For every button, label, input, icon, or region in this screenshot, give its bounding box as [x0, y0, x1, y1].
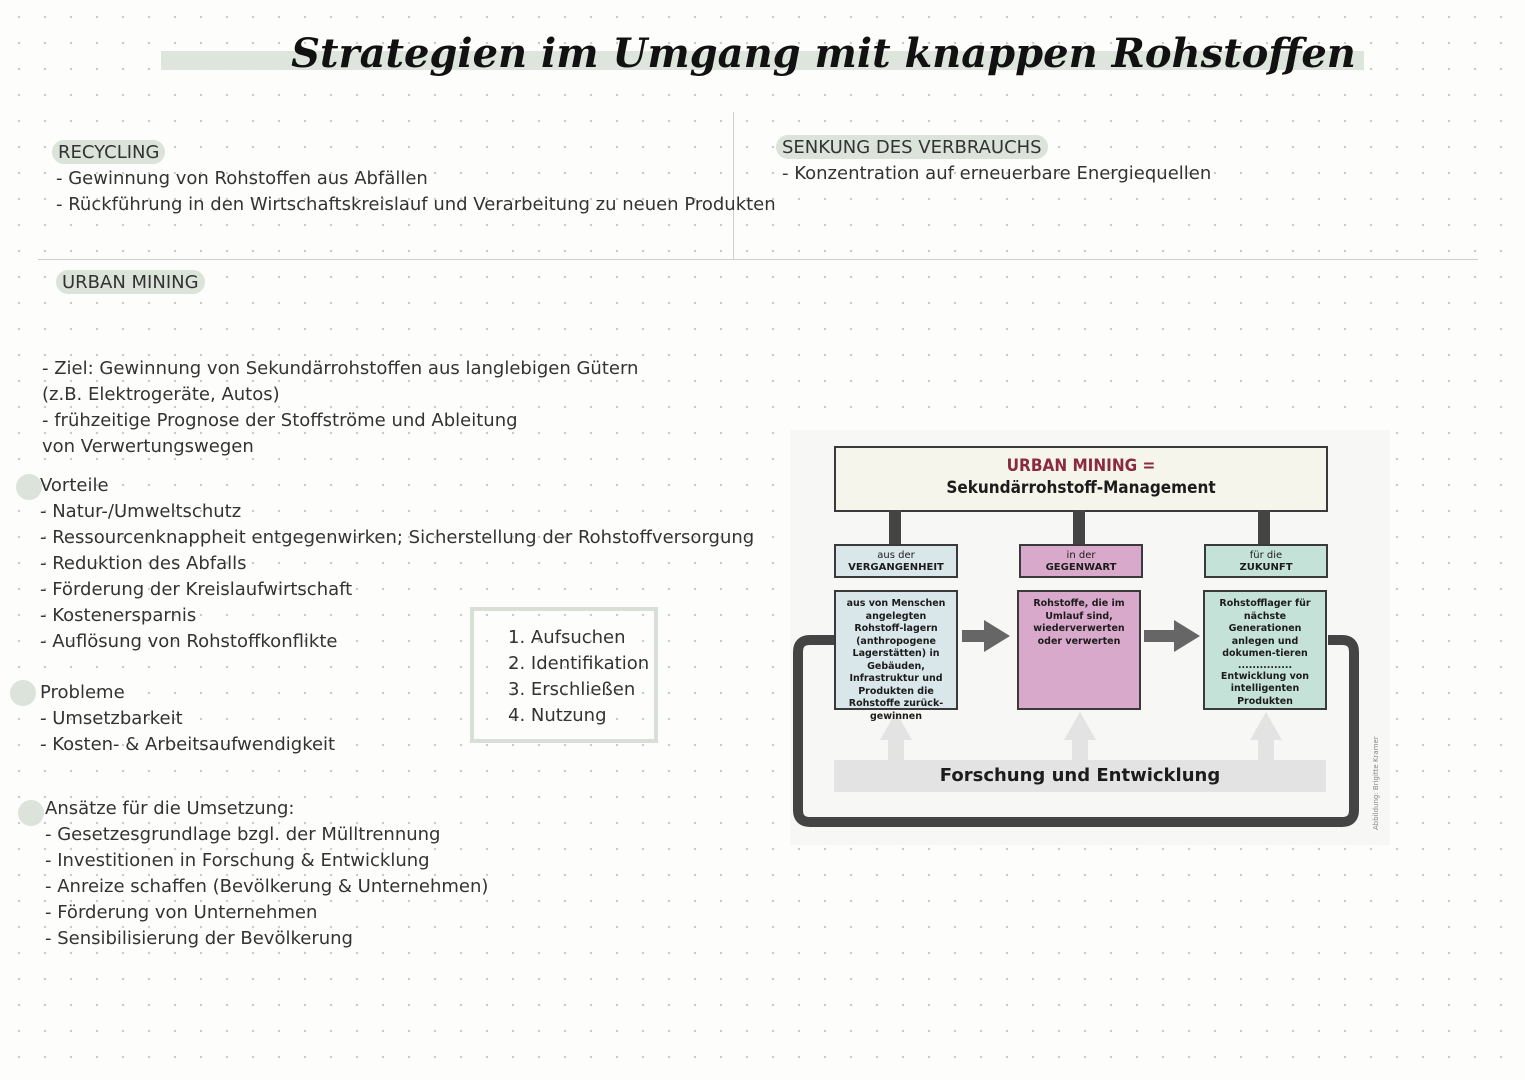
arrow-right-icon — [984, 620, 1010, 652]
recycling-item: - Rückführung in den Wirtschaftskreislau… — [56, 194, 776, 215]
urban-heading: URBAN MINING — [56, 270, 205, 294]
card-future-text: Rohstofflager für nächste Generationen a… — [1219, 598, 1311, 659]
arrow-shaft — [1144, 630, 1176, 642]
senkung-heading: SENKUNG DES VERBRAUCHS — [776, 135, 1048, 159]
vorteile-item: - Reduktion des Abfalls — [40, 553, 247, 574]
page-title: Strategien im Umgang mit knappen Rohstof… — [0, 30, 1525, 77]
vorteile-heading: Vorteile — [40, 475, 109, 496]
probleme-section: Probleme - Umsetzbarkeit - Kosten- & Arb… — [40, 680, 335, 758]
steps-box: 1. Aufsuchen 2. Identifikation 3. Erschl… — [470, 607, 658, 743]
research-bar: Forschung und Entwicklung — [834, 760, 1326, 792]
vorteile-item: - Ressourcenknappheit entgegenwirken; Si… — [40, 527, 755, 548]
connector-stem — [1073, 510, 1085, 544]
arrow-up-icon — [1064, 712, 1096, 740]
arrow-shaft — [1258, 738, 1274, 760]
senkung-section: SENKUNG DES VERBRAUCHS - Konzentration a… — [776, 135, 1211, 187]
goal-item: - Ziel: Gewinnung von Sekundärrohstoffen… — [42, 358, 639, 405]
recycling-heading: RECYCLING — [52, 140, 166, 164]
diagram-header-line1: URBAN MINING = — [1006, 456, 1156, 476]
card-future-divider: ............... — [1237, 659, 1293, 671]
senkung-item: - Konzentration auf erneuerbare Energieq… — [782, 163, 1212, 184]
probleme-item: - Kosten- & Arbeitsaufwendigkeit — [40, 734, 336, 755]
ansaetze-item: - Anreize schaffen (Bevölkerung & Untern… — [45, 876, 489, 897]
arrow-shaft — [962, 630, 986, 642]
vorteile-item: - Natur-/Umweltschutz — [40, 501, 242, 522]
vorteile-item: - Auflösung von Rohstoffkonflikte — [40, 631, 338, 652]
ansaetze-heading: Ansätze für die Umsetzung: — [45, 798, 295, 819]
connector-stem — [1258, 510, 1270, 544]
image-credit: Abbildung: Brigitte Kramer — [1372, 736, 1380, 830]
steps-list: 1. Aufsuchen 2. Identifikation 3. Erschl… — [508, 625, 654, 729]
recycling-section: RECYCLING - Gewinnung von Rohstoffen aus… — [52, 140, 776, 218]
arrow-right-icon — [1174, 620, 1200, 652]
column-divider — [733, 112, 734, 260]
ansaetze-section: Ansätze für die Umsetzung: - Gesetzesgru… — [45, 796, 488, 952]
vorteile-item: - Förderung der Kreislaufwirtschaft — [40, 579, 353, 600]
section-divider — [38, 259, 1478, 260]
urban-heading-wrap: URBAN MINING — [56, 270, 205, 294]
vorteile-item: - Kostenersparnis — [40, 605, 197, 626]
ansaetze-item: - Förderung von Unternehmen — [45, 902, 318, 923]
label-past-main: VERGANGENHEIT — [848, 562, 944, 573]
arrow-up-icon — [1250, 712, 1282, 740]
label-present-small: in der — [1066, 550, 1096, 561]
label-past-small: aus der — [877, 550, 915, 561]
cycle-loop-path — [793, 635, 1359, 827]
step-item: 4. Nutzung — [508, 705, 607, 726]
arrow-up-icon — [880, 712, 912, 740]
arrow-shaft — [1072, 738, 1088, 760]
probleme-heading: Probleme — [40, 682, 125, 703]
cycle-arrow — [793, 620, 1359, 827]
probleme-item: - Umsetzbarkeit — [40, 708, 183, 729]
connector-stem — [889, 510, 901, 544]
diagram-header: URBAN MINING = Sekundärrohstoff-Manageme… — [834, 446, 1328, 512]
ansaetze-item: - Sensibilisierung der Bevölkerung — [45, 928, 353, 949]
vorteile-section: Vorteile - Natur-/Umweltschutz - Ressour… — [40, 473, 754, 655]
card-future: Rohstofflager für nächste Generationen a… — [1203, 590, 1327, 710]
ansaetze-item: - Investitionen in Forschung & Entwicklu… — [45, 850, 430, 871]
card-past: aus von Menschen angelegten Rohstoff-lag… — [834, 590, 958, 722]
recycling-item: - Gewinnung von Rohstoffen aus Abfällen — [56, 168, 428, 189]
label-future-main: ZUKUNFT — [1239, 562, 1293, 573]
bullet-dot — [16, 474, 42, 500]
label-past: aus der VERGANGENHEIT — [834, 544, 958, 578]
bullet-dot — [18, 800, 44, 826]
urban-goal: - Ziel: Gewinnung von Sekundärrohstoffen… — [42, 356, 642, 460]
card-future-text2: Entwicklung von intelligenten Produkten — [1220, 670, 1310, 707]
label-future: für die ZUKUNFT — [1204, 544, 1328, 578]
arrow-shaft — [888, 738, 904, 760]
step-item: 1. Aufsuchen — [508, 627, 626, 648]
card-present: Rohstoffe, die im Umlauf sind, wiederver… — [1017, 590, 1141, 710]
label-future-small: für die — [1249, 550, 1283, 561]
step-item: 3. Erschließen — [508, 679, 636, 700]
label-present: in der GEGENWART — [1019, 544, 1143, 578]
label-present-main: GEGENWART — [1045, 562, 1117, 573]
ansaetze-item: - Gesetzesgrundlage bzgl. der Mülltrennu… — [45, 824, 441, 845]
diagram-header-line2: Sekundärrohstoff-Management — [946, 478, 1216, 498]
step-item: 2. Identifikation — [508, 653, 650, 674]
goal-item: - frühzeitige Prognose der Stoffströme u… — [42, 410, 518, 457]
bullet-dot — [10, 680, 36, 706]
